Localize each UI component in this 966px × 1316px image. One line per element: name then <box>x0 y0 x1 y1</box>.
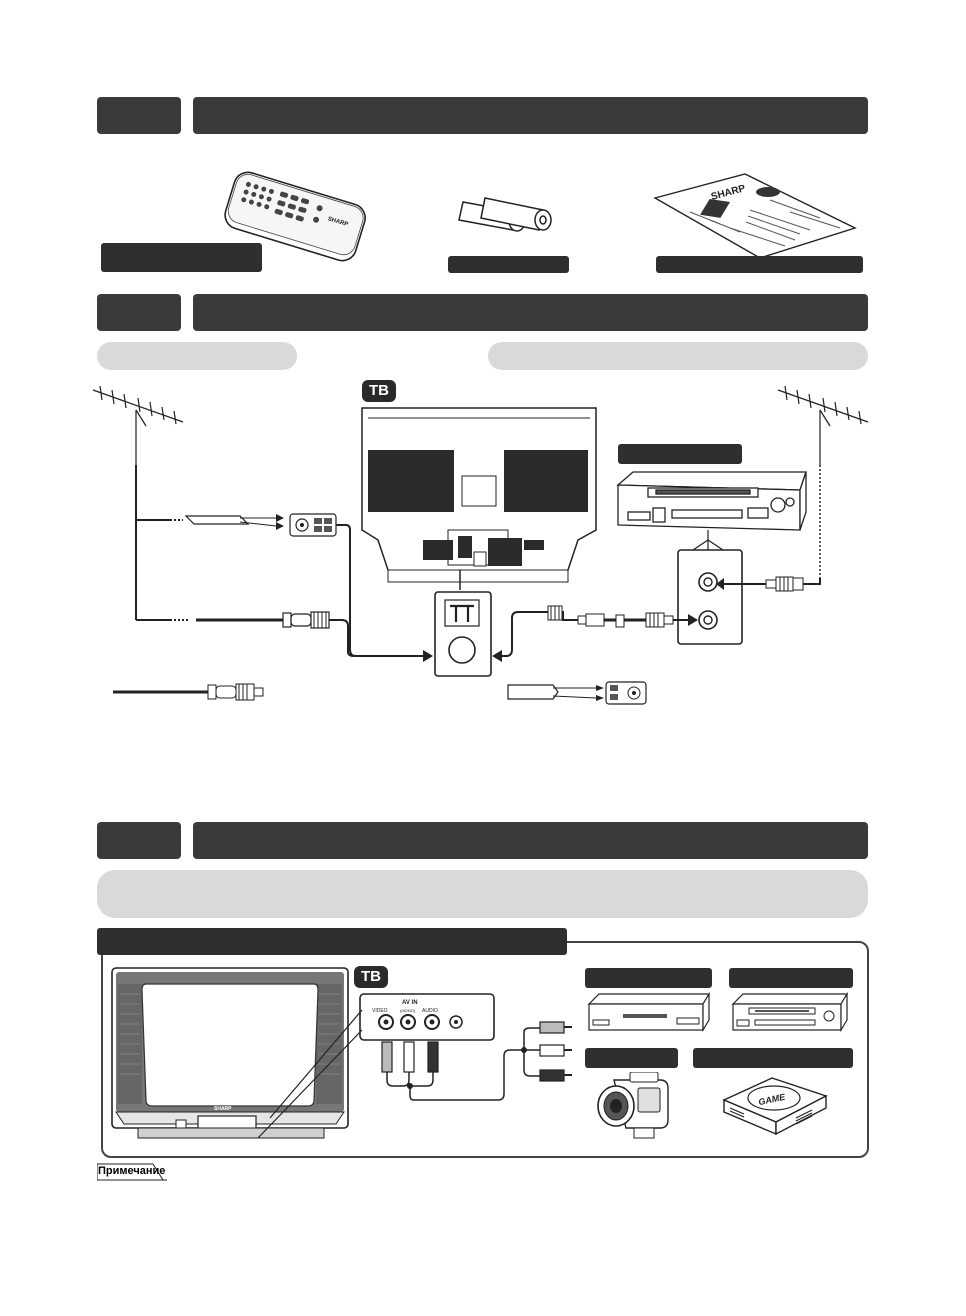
audio-label: AUDIO <box>422 1008 438 1014</box>
note-tab: Примечание <box>97 1163 167 1181</box>
tv-label-top: ТВ <box>362 380 396 402</box>
av-panel-diagram: AV IN VIDEO (MONO) AUDIO <box>257 993 572 1139</box>
vcr2-illustration <box>731 991 849 1033</box>
note-label: Примечание <box>98 1165 166 1177</box>
av-in-label: AV IN <box>402 1000 418 1006</box>
batteries-illustration <box>458 197 552 232</box>
remote-brand-text: SHARP <box>327 216 349 228</box>
av-frame-title-bar <box>97 928 567 955</box>
section-1-title-bar <box>193 97 868 134</box>
vcr-caption-box <box>618 444 742 464</box>
right-antenna-icon <box>777 385 869 465</box>
tv-brand-text: SHARP <box>214 1106 232 1112</box>
tv-label-bottom: ТВ <box>354 966 388 988</box>
camcorder-illustration <box>597 1072 669 1139</box>
leaflet-illustration: SHARP <box>653 173 857 259</box>
video-label: VIDEO <box>372 1008 388 1014</box>
antenna-direct-pill <box>97 342 297 370</box>
section-2-number-box <box>97 294 181 331</box>
dvd-player-illustration <box>587 991 711 1033</box>
camcorder-caption-box <box>585 1048 678 1068</box>
section-3-number-box <box>97 822 181 859</box>
section-1-number-box <box>97 97 181 134</box>
leaflet-caption-box <box>656 256 863 273</box>
left-antenna-icon <box>92 385 184 465</box>
vcr2-caption-box <box>729 968 853 988</box>
tv-front-illustration: SHARP <box>111 967 349 1139</box>
game-console-caption-box <box>693 1048 853 1068</box>
antenna-via-vcr-pill <box>488 342 868 370</box>
antenna-connection-diagram <box>92 385 869 705</box>
remote-control-illustration: SHARP <box>224 171 366 262</box>
vcr-illustration <box>616 471 807 531</box>
section-3-info-pill <box>97 870 868 918</box>
mono-label: (MONO) <box>400 1008 416 1013</box>
batteries-caption-box <box>448 256 569 273</box>
section-2-title-bar <box>193 294 868 331</box>
game-console-illustration: GAME <box>722 1077 828 1136</box>
tv-back-illustration <box>361 407 597 590</box>
remote-caption-box <box>101 243 262 272</box>
dvd-caption-box <box>585 968 712 988</box>
section-3-title-bar <box>193 822 868 859</box>
